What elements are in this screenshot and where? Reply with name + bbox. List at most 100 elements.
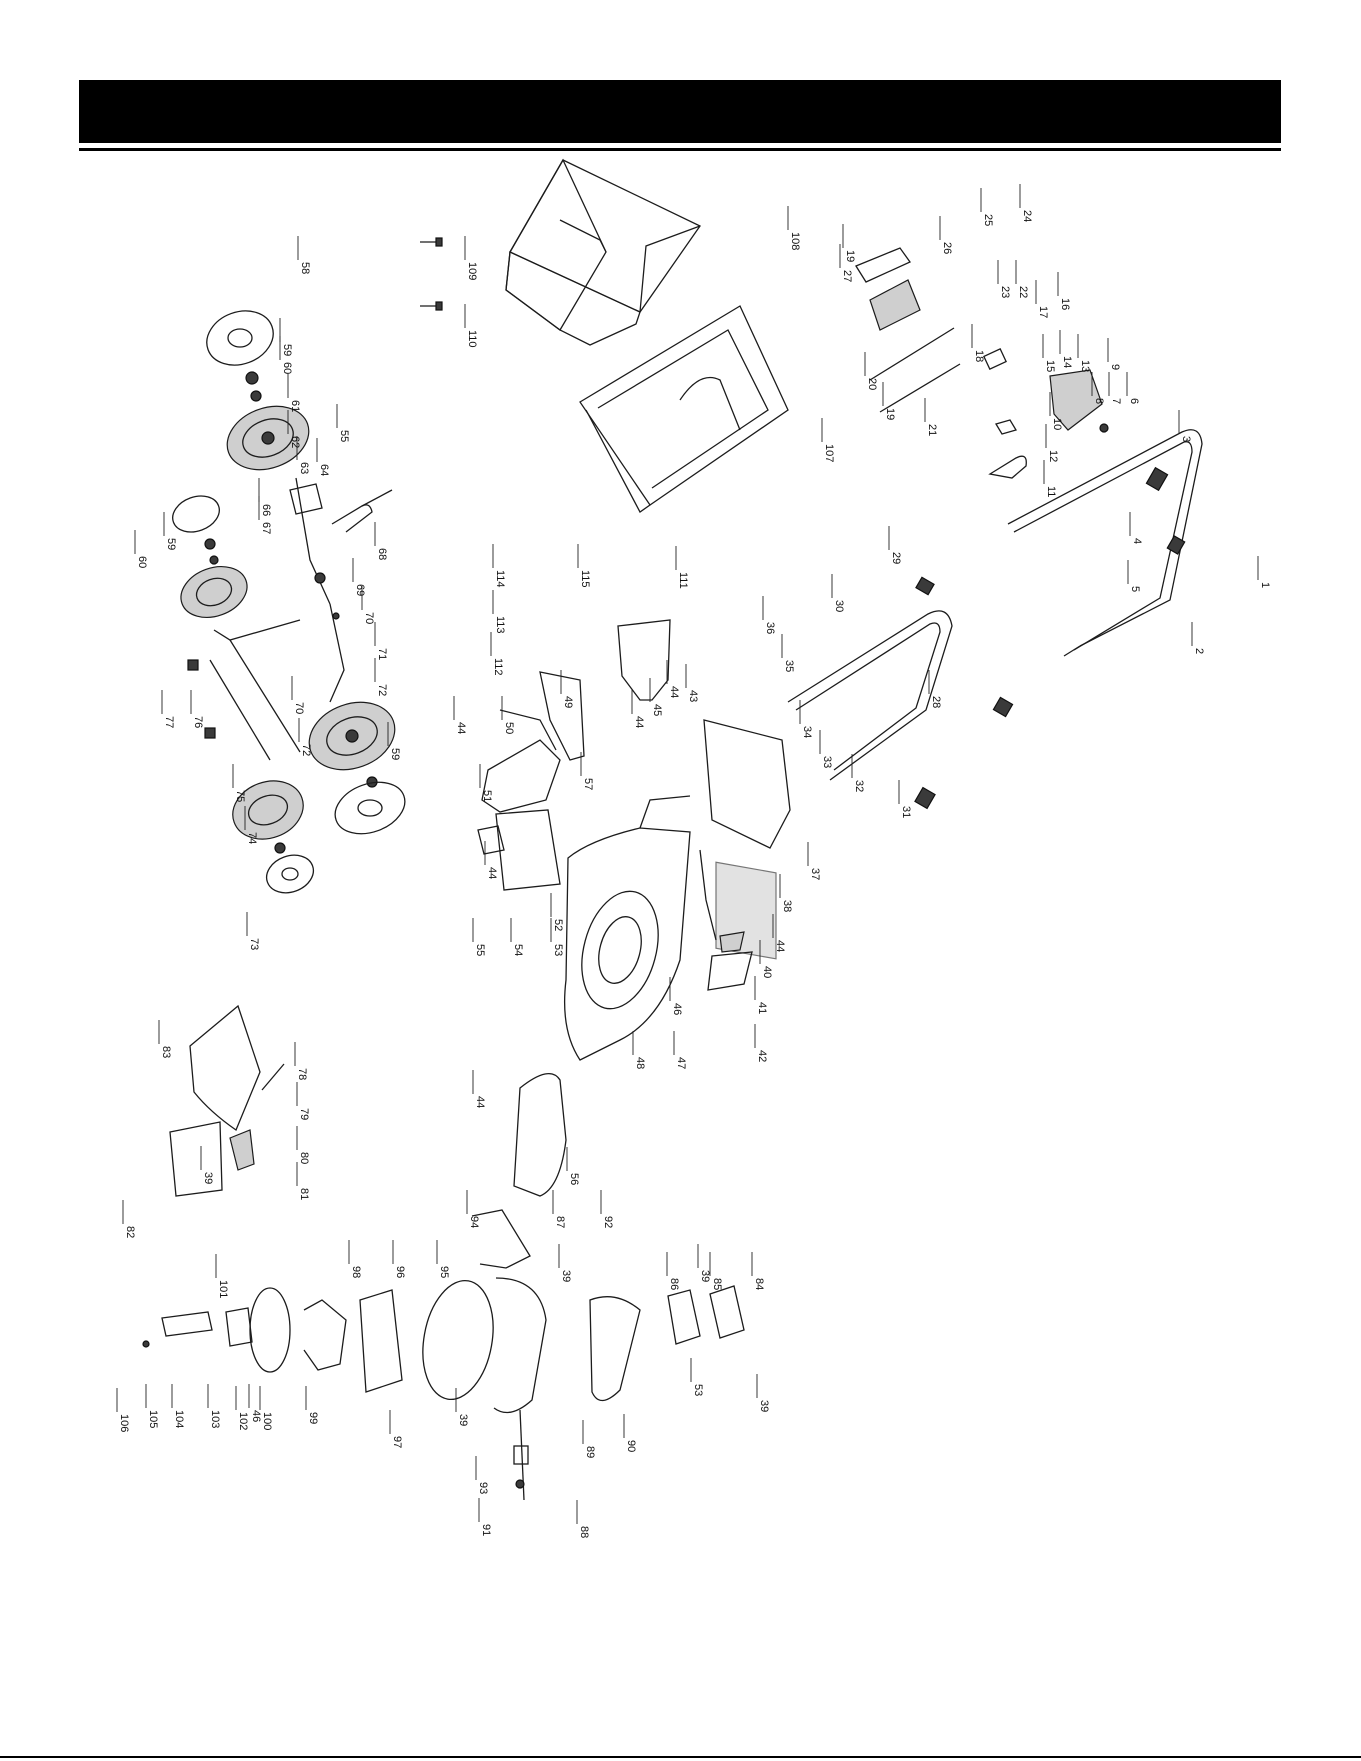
callout-19: 19 <box>882 382 896 420</box>
callout-number: 101 <box>217 1280 229 1298</box>
callout-90: 90 <box>623 1414 637 1452</box>
callout-number: 108 <box>789 232 801 250</box>
callout-number: 72 <box>300 744 312 756</box>
callout-number: 23 <box>999 286 1011 298</box>
callout-72: 72 <box>374 658 388 696</box>
callout-number: 68 <box>376 548 388 560</box>
callout-number: 44 <box>486 867 498 879</box>
callout-number: 55 <box>338 430 350 442</box>
callout-87: 87 <box>552 1190 566 1228</box>
callout-number: 35 <box>783 660 795 672</box>
callout-101: 101 <box>215 1254 229 1298</box>
battery-cover <box>703 719 791 960</box>
callout-55: 55 <box>336 404 350 442</box>
callout-106: 106 <box>116 1388 130 1432</box>
callout-27: 27 <box>839 244 853 282</box>
callout-111: 111 <box>675 546 689 589</box>
callout-number: 5 <box>1129 586 1141 592</box>
callout-number: 50 <box>503 722 515 734</box>
callout-number: 34 <box>801 726 813 738</box>
callout-number: 22 <box>1017 286 1029 298</box>
callout-15: 15 <box>1042 334 1056 372</box>
callout-number: 46 <box>250 1410 262 1422</box>
callout-59: 59 <box>163 512 177 550</box>
rear-axle-height-adjust <box>289 477 393 703</box>
callout-number: 76 <box>192 716 204 728</box>
callout-number: 105 <box>147 1410 159 1428</box>
callout-number: 16 <box>1059 298 1071 310</box>
callout-number: 4 <box>1131 538 1143 544</box>
callout-84: 84 <box>751 1252 765 1290</box>
callout-number: 74 <box>246 832 258 844</box>
callout-number: 106 <box>118 1414 130 1432</box>
callout-number: 39 <box>758 1400 770 1412</box>
front-left-wheel <box>232 780 315 894</box>
callout-number: 44 <box>633 716 645 728</box>
callout-number: 24 <box>1021 210 1033 222</box>
callout-9: 9 <box>1107 338 1121 370</box>
callout-12: 12 <box>1045 424 1059 462</box>
baffle <box>539 671 585 761</box>
callout-70: 70 <box>361 586 375 624</box>
callout-3: 3 <box>1178 410 1192 442</box>
callout-39: 39 <box>697 1244 711 1282</box>
callout-number: 70 <box>363 612 375 624</box>
callout-number: 98 <box>350 1266 362 1278</box>
grass-bag-frame <box>579 305 789 513</box>
callout-number: 84 <box>753 1278 765 1290</box>
callout-number: 7 <box>1110 398 1122 404</box>
callout-79: 79 <box>296 1082 310 1120</box>
callout-number: 31 <box>900 806 912 818</box>
callout-number: 1 <box>1259 582 1271 588</box>
callout-14: 14 <box>1059 330 1073 368</box>
height-adjust-lever <box>699 849 753 991</box>
callout-number: 79 <box>298 1108 310 1120</box>
title-bar <box>79 80 1281 143</box>
callout-number: 13 <box>1079 360 1091 372</box>
callout-7: 7 <box>1108 372 1122 404</box>
callout-81: 81 <box>296 1162 310 1200</box>
callout-number: 88 <box>578 1526 590 1538</box>
callout-45: 45 <box>649 678 663 716</box>
callout-74: 74 <box>244 806 258 844</box>
callout-number: 96 <box>394 1266 406 1278</box>
callout-42: 42 <box>754 1024 768 1062</box>
callout-40: 40 <box>759 940 773 978</box>
callout-number: 28 <box>930 696 942 708</box>
callout-8: 8 <box>1091 372 1105 404</box>
callout-number: 104 <box>173 1410 185 1428</box>
callout-44: 44 <box>772 914 786 952</box>
callout-93: 93 <box>475 1456 489 1494</box>
callout-number: 59 <box>281 344 293 356</box>
rear-flap <box>169 1004 285 1197</box>
callout-number: 90 <box>625 1440 637 1452</box>
callout-61: 61 <box>287 374 301 412</box>
callout-number: 44 <box>474 1096 486 1108</box>
callout-number: 63 <box>298 462 310 474</box>
callout-number: 52 <box>552 919 564 931</box>
callout-26: 26 <box>939 216 953 254</box>
callout-number: 58 <box>299 262 311 274</box>
callout-46: 46 <box>669 977 683 1015</box>
callout-85: 85 <box>709 1252 723 1290</box>
callout-56: 56 <box>566 1147 580 1185</box>
battery-compartment <box>477 709 561 891</box>
callout-number: 56 <box>568 1173 580 1185</box>
callout-98: 98 <box>348 1240 362 1278</box>
callout-number: 19 <box>844 250 856 262</box>
callout-number: 64 <box>318 464 330 476</box>
callout-number: 115 <box>579 570 591 588</box>
callout-number: 49 <box>562 696 574 708</box>
motor-assembly <box>142 1209 547 1414</box>
callout-44: 44 <box>666 660 680 698</box>
callout-89: 89 <box>582 1420 596 1458</box>
callout-number: 113 <box>494 616 506 634</box>
callout-44: 44 <box>453 696 467 734</box>
callout-number: 21 <box>926 424 938 436</box>
callout-layer: 1234567891011121314151617181920212223242… <box>116 184 1271 1538</box>
callout-number: 39 <box>699 1270 711 1282</box>
callout-94: 94 <box>466 1190 480 1228</box>
callout-103: 103 <box>207 1384 221 1428</box>
callout-82: 82 <box>122 1200 136 1238</box>
callout-number: 14 <box>1061 356 1073 368</box>
